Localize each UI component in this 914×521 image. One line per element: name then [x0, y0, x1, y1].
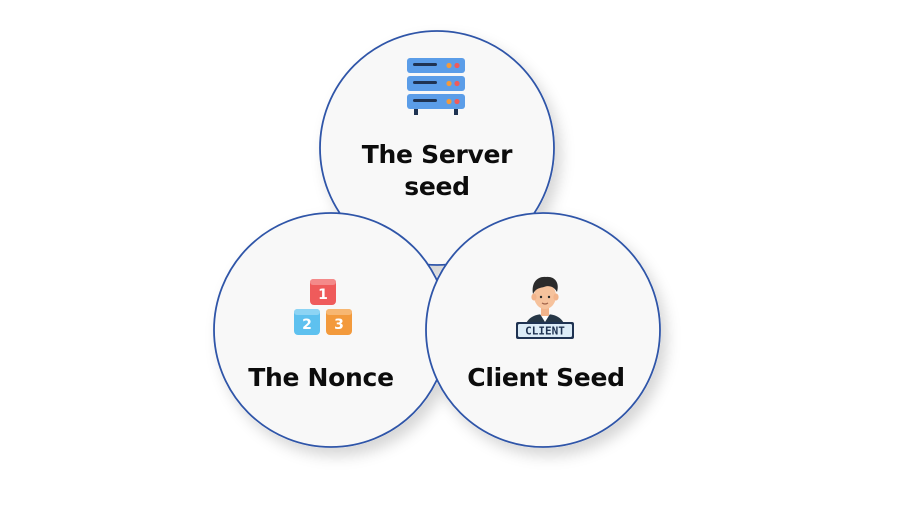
client-person-icon: CLIENT: [516, 276, 574, 339]
server-seed-label-line2: seed: [404, 172, 470, 201]
client-badge-text: CLIENT: [525, 325, 565, 338]
server-seed-label: The Server seed: [337, 139, 537, 203]
nonce-label: The Nonce: [248, 363, 394, 392]
block-1: 1: [318, 287, 328, 303]
client-seed-label: Client Seed: [467, 363, 625, 392]
block-2: 2: [302, 317, 312, 333]
number-blocks-icon: 1 2 3: [294, 279, 352, 335]
block-3: 3: [334, 317, 344, 333]
server-rack-icon: [407, 58, 465, 115]
server-seed-circle: [319, 30, 555, 266]
server-seed-label-line1: The Server: [361, 140, 513, 169]
